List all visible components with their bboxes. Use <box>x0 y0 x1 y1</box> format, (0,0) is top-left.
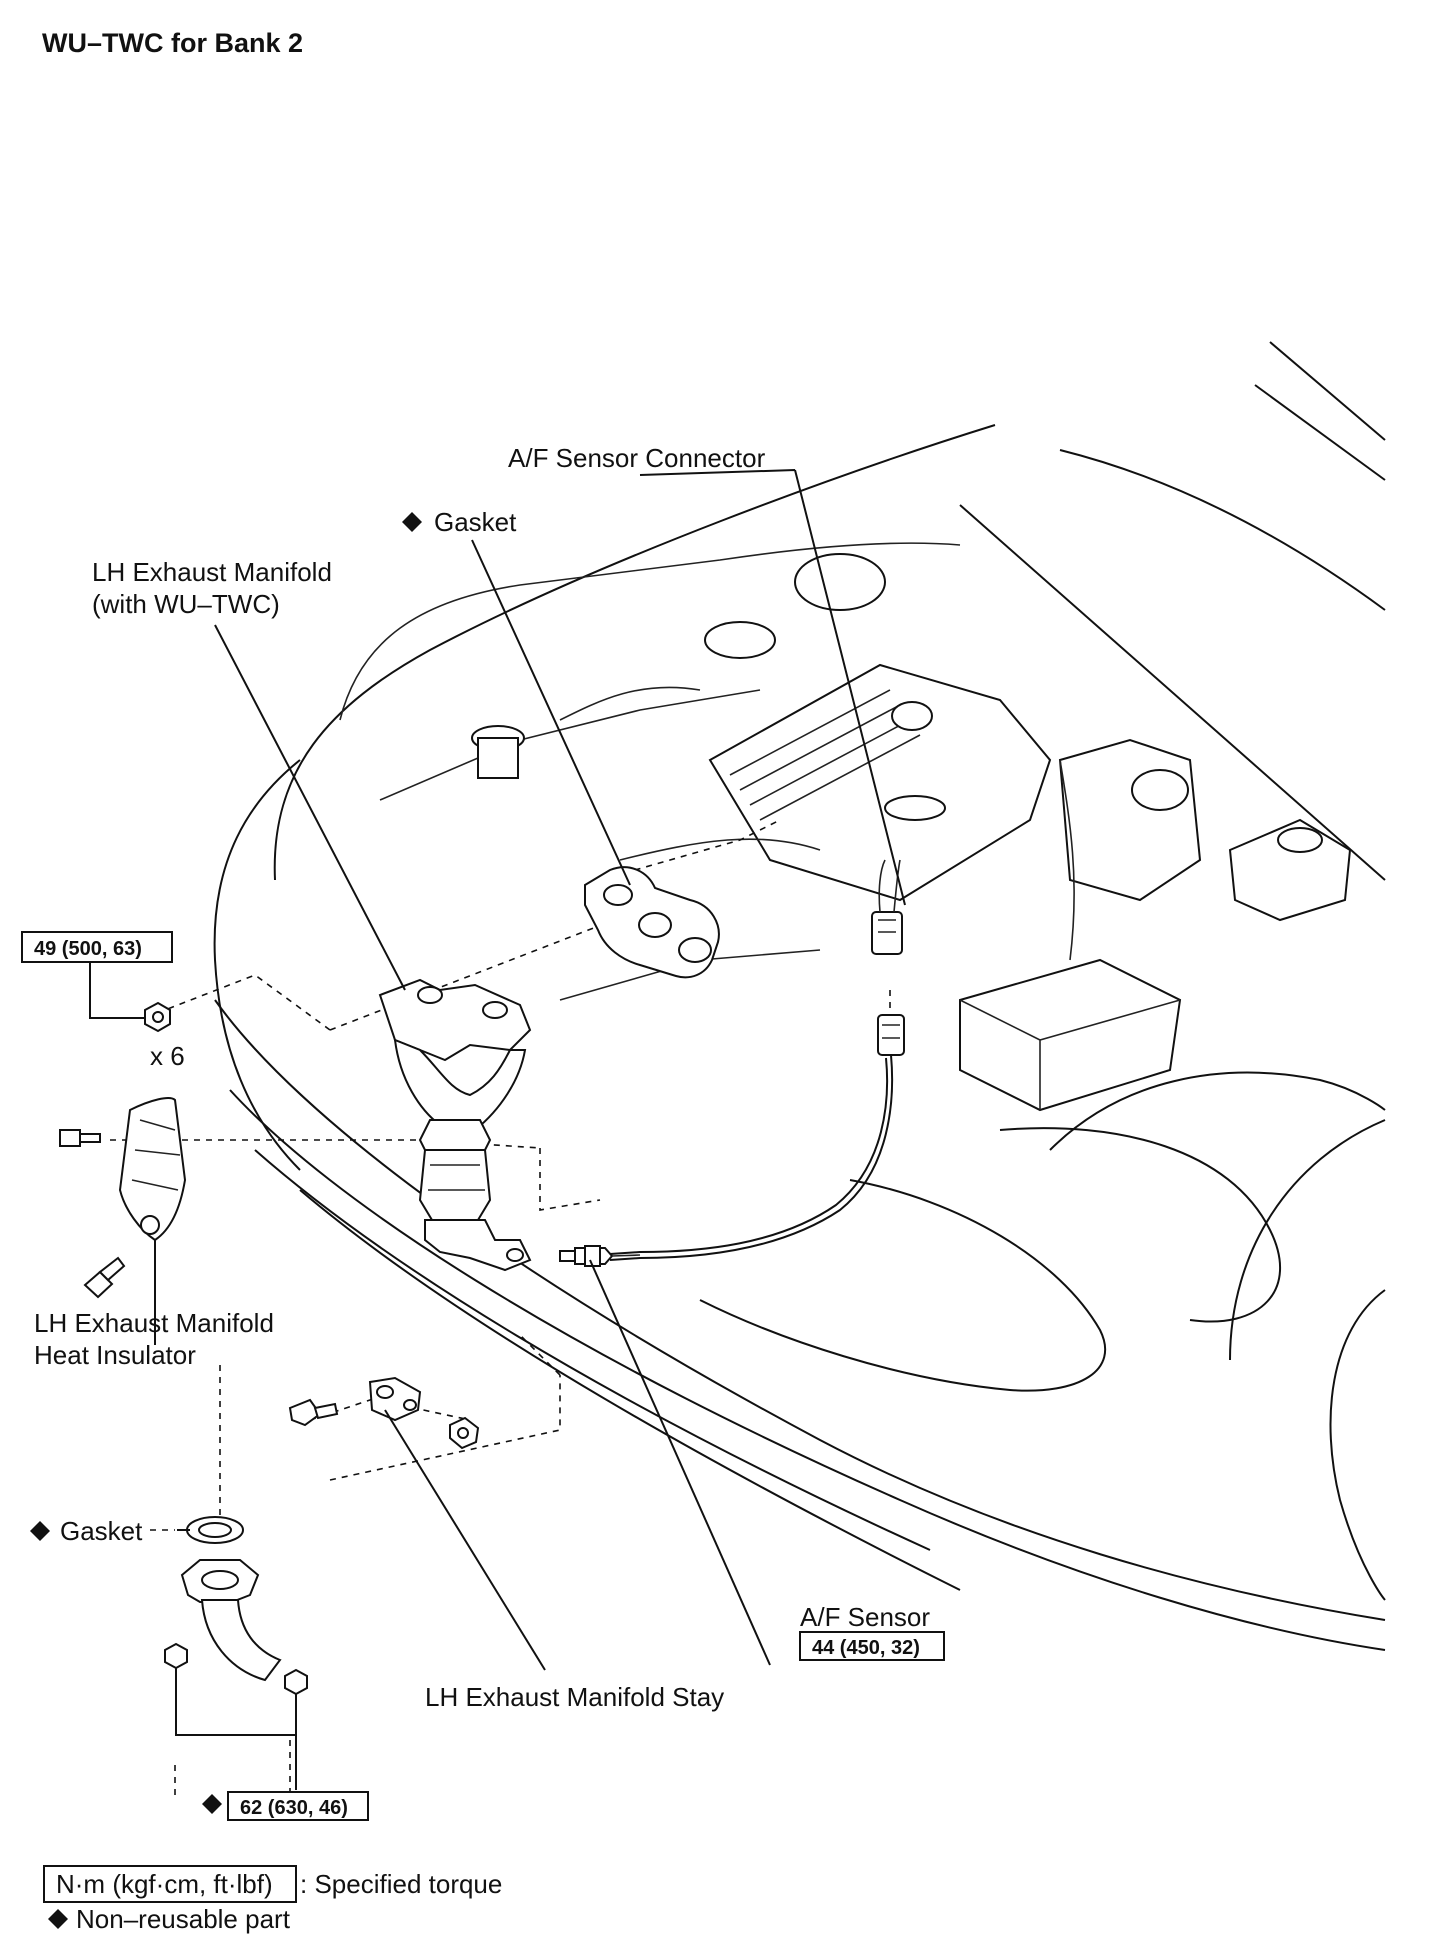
label-af-sensor: A/F Sensor <box>800 1602 930 1632</box>
label-lh-exhaust-manifold-1: LH Exhaust Manifold <box>92 557 332 587</box>
engine-bay <box>339 542 1352 1112</box>
label-heat-insulator-1: LH Exhaust Manifold <box>34 1308 274 1338</box>
label-lh-exhaust-manifold-2: (with WU–TWC) <box>92 589 280 619</box>
diamond-icon <box>202 1794 222 1814</box>
leader-lines <box>89 469 906 1790</box>
label-gasket-top: Gasket <box>402 507 517 537</box>
pipe-nut-left <box>164 1642 188 1670</box>
label-af-sensor-connector: A/F Sensor Connector <box>508 443 766 473</box>
pipe-nut-right <box>284 1668 308 1696</box>
manifold-nut <box>144 1001 171 1033</box>
label-gasket-bottom: Gasket <box>30 1516 143 1546</box>
manifold-gasket-top <box>584 866 720 979</box>
stay-bolt <box>288 1398 339 1427</box>
label-gasket-top-text: Gasket <box>434 507 517 537</box>
torque-value-pipe: 62 (630, 46) <box>240 1797 348 1819</box>
legend-nonreusable-text: Non–reusable part <box>76 1904 291 1934</box>
diagram-title: WU–TWC for Bank 2 <box>42 28 303 58</box>
stay-nut <box>449 1416 480 1450</box>
af-sensor-connector <box>871 859 905 1056</box>
torque-box-manifold: 49 (500, 63) <box>21 931 173 963</box>
heat-insulator <box>118 1097 187 1242</box>
label-heat-insulator-2: Heat Insulator <box>34 1340 196 1370</box>
insulator-bolt-upper <box>59 1129 101 1147</box>
torque-box-pipe: 62 (630, 46) <box>202 1791 369 1821</box>
legend: N·m (kgf·cm, ft·lbf) : Specified torque … <box>43 1865 502 1934</box>
diamond-icon <box>48 1909 68 1929</box>
torque-box-af-sensor: 44 (450, 32) <box>799 1631 945 1661</box>
diamond-icon <box>402 512 422 532</box>
legend-torque-text: : Specified torque <box>300 1869 502 1899</box>
af-sensor-wire <box>609 1054 894 1261</box>
manifold-stay <box>368 1376 422 1422</box>
legend-torque-box: N·m (kgf·cm, ft·lbf) <box>56 1869 273 1899</box>
label-x6: x 6 <box>150 1041 185 1071</box>
lh-exhaust-manifold <box>378 978 532 1272</box>
label-gasket-bottom-text: Gasket <box>60 1516 143 1546</box>
pipe-gasket <box>186 1516 244 1544</box>
torque-value-af-sensor: 44 (450, 32) <box>812 1637 920 1659</box>
vehicle-outline <box>213 341 1386 1651</box>
torque-value-manifold: 49 (500, 63) <box>34 938 142 960</box>
insulator-bolt-lower <box>83 1256 126 1299</box>
label-manifold-stay: LH Exhaust Manifold Stay <box>425 1682 724 1712</box>
exhaust-pipe-flange <box>180 1559 282 1682</box>
diamond-icon <box>30 1521 50 1541</box>
af-sensor <box>559 1245 641 1267</box>
